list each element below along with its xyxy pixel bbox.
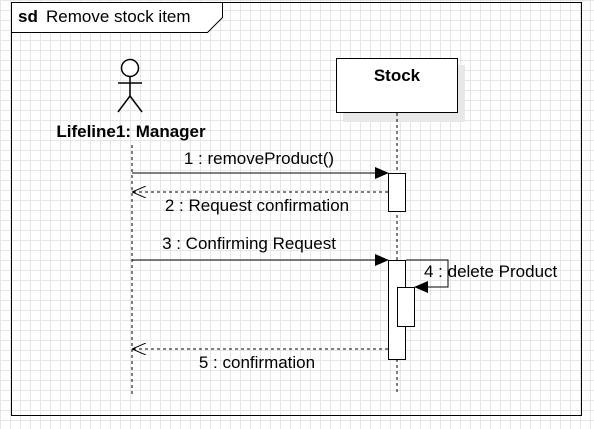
frame-keyword: sd	[18, 7, 38, 26]
object-box	[336, 58, 458, 113]
message-4-label: 4 : delete Product	[424, 262, 558, 281]
nested-activation-bar	[397, 287, 415, 327]
frame-border	[11, 2, 582, 416]
message-5-label: 5 : confirmation	[199, 353, 315, 372]
object-label: Stock	[374, 66, 421, 85]
message-2-label: 2 : Request confirmation	[165, 196, 349, 215]
actor-label: Lifeline1: Manager	[56, 122, 206, 141]
frame-tab	[11, 2, 223, 33]
message-4-arrow	[406, 259, 449, 293]
frame-title: Remove stock item	[46, 7, 191, 26]
activation-bar	[388, 173, 406, 212]
message-1-label: 1 : removeProduct()	[184, 149, 334, 168]
actor-icon	[117, 58, 143, 113]
message-3-label: 3 : Confirming Request	[162, 234, 336, 253]
